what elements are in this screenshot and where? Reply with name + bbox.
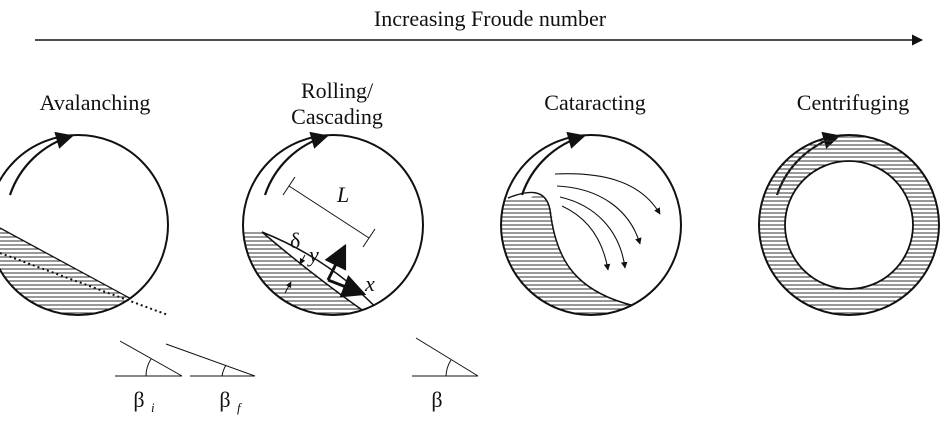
angle-arc (445, 359, 452, 377)
regime-title-cataracting: Cataracting (544, 90, 645, 115)
length-tick-start (282, 176, 296, 196)
granular-bed-hatched (501, 195, 681, 315)
angle-ray-initial (119, 340, 183, 377)
angle-label-beta-final: β (219, 387, 230, 412)
particle-trajectory-2 (556, 185, 642, 245)
regime-title-centrifuging: Centrifuging (797, 90, 909, 115)
drum-outline (242, 134, 424, 316)
thickness-arrow-lower (284, 281, 292, 294)
drum-outline (758, 134, 940, 316)
drum-outline (500, 134, 682, 316)
regime-avalanching: Avalanching β i β f (0, 90, 256, 415)
angle-label-beta: β (431, 387, 442, 412)
regime-title-rolling-line2: Cascading (291, 104, 383, 129)
rotation-arrow (8, 131, 74, 196)
regime-title-rolling-line1: Rolling/ (301, 78, 374, 103)
thickness-label-delta: δ (290, 228, 300, 253)
angle-ray-final (165, 343, 256, 377)
particle-trajectory-1 (554, 173, 661, 215)
particle-trajectory-4 (561, 205, 611, 271)
angle-label-beta-initial: β (133, 387, 144, 412)
regime-title-avalanching: Avalanching (40, 90, 151, 115)
regime-cataracting: Cataracting (500, 90, 682, 316)
initial-surface-line (0, 227, 149, 309)
rotation-arrow (520, 131, 586, 196)
length-label-L: L (336, 182, 349, 207)
axis-y-label: y (307, 242, 319, 267)
drum-outline (0, 134, 169, 316)
axis-x-arrow (327, 274, 367, 298)
axis-x-label: x (364, 271, 375, 296)
froude-axis-title: Increasing Froude number (374, 6, 607, 31)
angle-subscript-initial: i (151, 400, 155, 415)
thickness-arrow-upper (299, 254, 306, 265)
axis-y-arrow (324, 243, 347, 281)
angle-ray (415, 337, 479, 377)
length-dimension-line (288, 185, 370, 239)
regime-rolling-cascading: Rolling/ Cascading L δ x y β (242, 78, 479, 412)
inner-free-surface (784, 160, 914, 290)
rotation-arrow (263, 131, 329, 196)
particle-trajectory-3 (559, 196, 628, 269)
angle-arc-initial (145, 358, 152, 377)
angle-arc-final (221, 364, 227, 377)
angle-subscript-final: f (237, 400, 243, 415)
regime-centrifuging: Centrifuging (758, 90, 940, 316)
length-tick-end (362, 228, 376, 248)
